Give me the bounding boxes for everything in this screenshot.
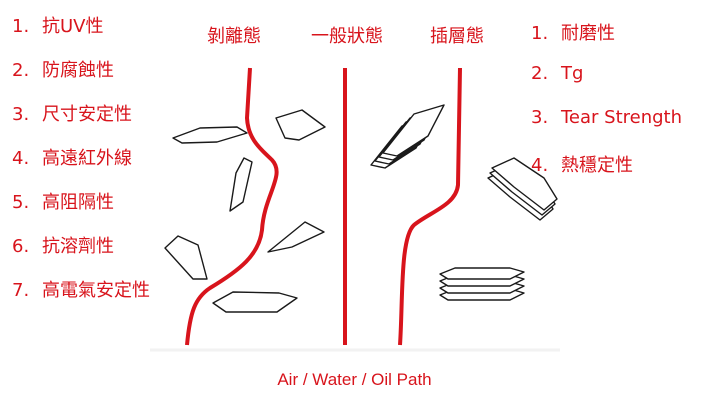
item-text: Tear Strength xyxy=(561,107,683,128)
item-text: 高阻隔性 xyxy=(42,192,114,213)
exfoliated-path-line xyxy=(185,67,279,346)
item-number: 2. xyxy=(531,63,549,84)
item-text: 抗UV性 xyxy=(42,16,104,37)
item-number: 4. xyxy=(531,155,549,176)
platelet xyxy=(229,157,253,212)
list-item: 5. 高阻隔性 xyxy=(12,188,114,214)
platelet xyxy=(275,109,326,141)
heading-exfoliated: 剝離態 xyxy=(207,26,261,47)
list-item: 1. 耐磨性 xyxy=(531,19,615,45)
path-caption: Air / Water / Oil Path xyxy=(277,370,432,389)
item-text: Tg xyxy=(561,63,584,84)
platelet xyxy=(212,291,298,313)
item-text: 尺寸安定性 xyxy=(42,104,132,125)
heading-normal: 一般狀態 xyxy=(311,26,383,47)
stacked-platelet xyxy=(491,157,558,211)
item-number: 3. xyxy=(12,104,30,125)
heading-intercalated: 插層態 xyxy=(430,26,484,47)
item-text: 高遠紅外線 xyxy=(42,148,132,169)
item-text: 抗溶劑性 xyxy=(42,236,114,257)
intercalated-path-line xyxy=(398,67,462,346)
stacked-platelet xyxy=(382,104,445,157)
list-item: 2. 防腐蝕性 xyxy=(12,56,114,82)
item-text: 熱穩定性 xyxy=(561,155,633,176)
platelet xyxy=(172,126,248,144)
item-number: 7. xyxy=(12,280,30,301)
list-item: 4. 熱穩定性 xyxy=(531,151,633,177)
item-number: 1. xyxy=(12,16,30,37)
list-item: 2. Tg xyxy=(531,63,583,84)
list-item: 4. 高遠紅外線 xyxy=(12,144,132,170)
item-number: 6. xyxy=(12,236,30,257)
item-number: 2. xyxy=(12,60,30,81)
item-text: 高電氣安定性 xyxy=(42,280,150,301)
item-number: 4. xyxy=(12,148,30,169)
platelet xyxy=(164,235,208,280)
item-text: 防腐蝕性 xyxy=(42,60,114,81)
list-item: 3. 尺寸安定性 xyxy=(12,100,132,126)
platelet xyxy=(267,221,325,253)
item-number: 1. xyxy=(531,23,549,44)
list-item: 3. Tear Strength xyxy=(531,107,682,128)
list-item: 6. 抗溶劑性 xyxy=(12,232,114,258)
item-number: 5. xyxy=(12,192,30,213)
list-item: 1. 抗UV性 xyxy=(12,12,104,38)
item-number: 3. xyxy=(531,107,549,128)
list-item: 7. 高電氣安定性 xyxy=(12,276,150,302)
stacked-platelet xyxy=(439,267,525,280)
item-text: 耐磨性 xyxy=(561,23,615,44)
